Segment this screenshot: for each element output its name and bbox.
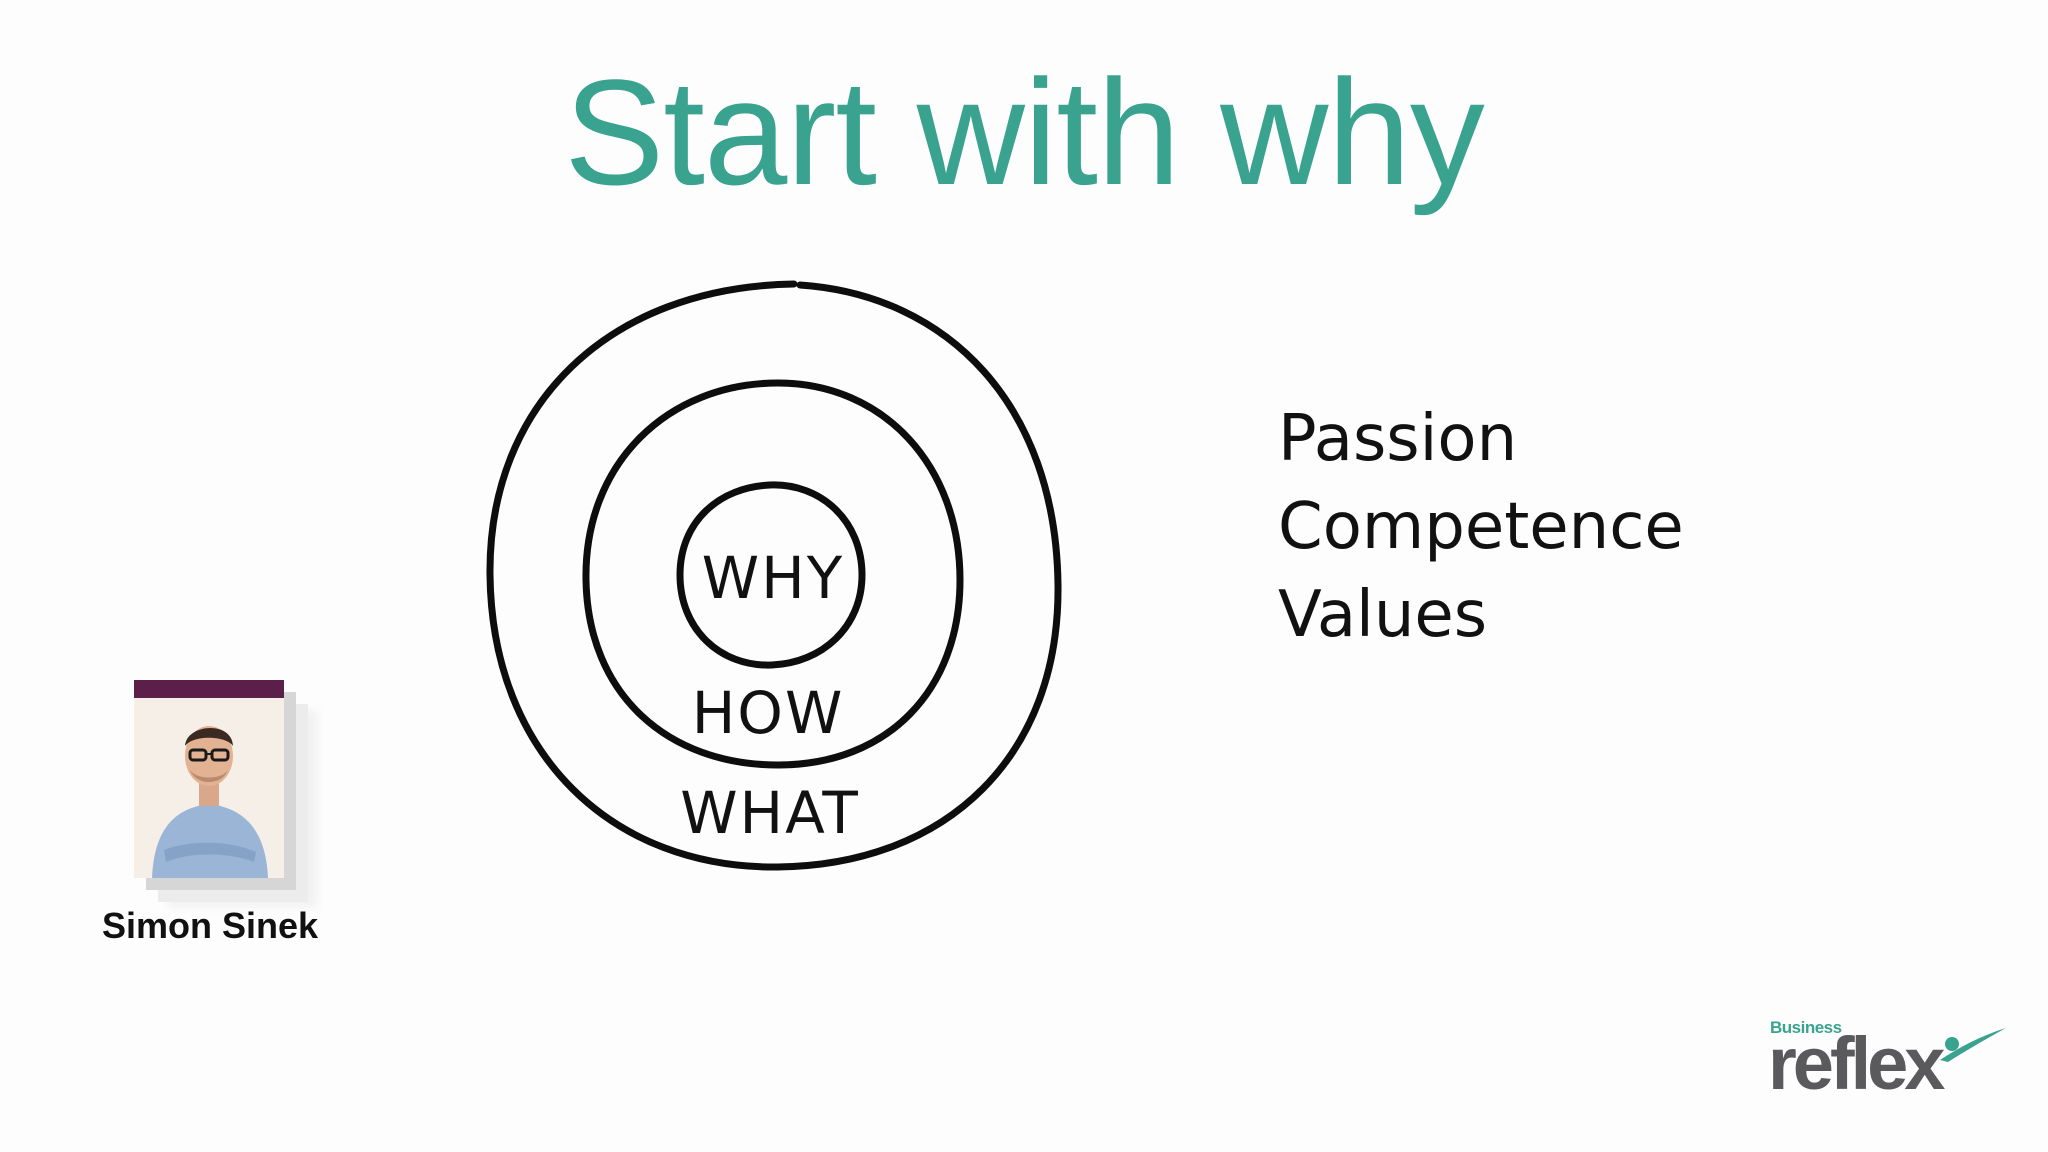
- author-photo: [134, 680, 284, 878]
- values-list: Passion Competence Values: [1278, 395, 1684, 659]
- logo-swoosh-icon: [1940, 1028, 2006, 1062]
- slide-title: Start with why: [564, 48, 1485, 216]
- middle-ring: [582, 379, 964, 769]
- label-what: WHAT: [680, 779, 860, 847]
- logo-small-text: Business: [1770, 1018, 1842, 1037]
- author-caption: Simon Sinek: [101, 905, 319, 946]
- logo-main-text: reflex: [1768, 1022, 1945, 1105]
- inner-ring: [676, 481, 866, 669]
- golden-circle-diagram: WHY HOW WHAT: [478, 275, 1078, 885]
- value-item: Values: [1278, 578, 1488, 652]
- label-how: HOW: [692, 679, 845, 747]
- value-item: Competence: [1278, 490, 1684, 564]
- outer-ring: [486, 280, 1062, 871]
- portrait-illustration: [134, 698, 284, 878]
- golden-circle-svg: WHY HOW WHAT: [486, 280, 1062, 871]
- business-reflex-logo: Business reflex: [1762, 1018, 2006, 1114]
- photo-top-band: [134, 680, 284, 698]
- value-item: Passion: [1278, 402, 1518, 476]
- label-why: WHY: [702, 544, 844, 612]
